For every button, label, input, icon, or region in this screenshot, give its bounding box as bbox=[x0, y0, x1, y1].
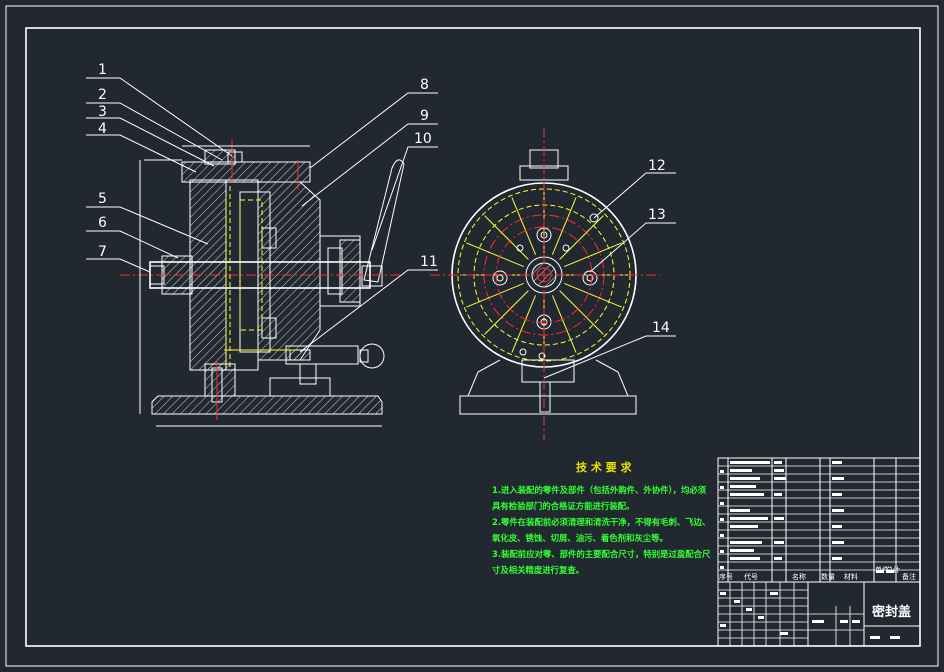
part-label-2: 2 bbox=[98, 87, 107, 103]
part-label-5: 5 bbox=[98, 191, 107, 207]
header-material: 材料 bbox=[844, 572, 858, 581]
header-seq: 序号 bbox=[719, 572, 733, 581]
tech-line-2: 具有检验部门的合格证方能进行装配。 bbox=[491, 501, 634, 511]
part-label-6: 6 bbox=[98, 215, 107, 231]
part-label-8: 8 bbox=[420, 77, 429, 93]
header-code: 代号 bbox=[744, 572, 758, 581]
part-numbers: 1 2 3 4 5 6 7 8 9 10 11 12 13 14 bbox=[98, 62, 670, 336]
tech-line-1: 1.进入装配的零件及部件（包括外购件、外协件），均必须 bbox=[492, 485, 707, 495]
part-label-11: 11 bbox=[420, 254, 438, 270]
header-remark: 备注 bbox=[902, 572, 916, 581]
tech-line-6: 寸及相关精度进行复查。 bbox=[492, 565, 584, 575]
drawing-title: 密封盖 bbox=[871, 604, 911, 620]
crank-handle bbox=[363, 159, 405, 283]
part-label-12: 12 bbox=[648, 158, 666, 174]
front-section-view bbox=[120, 140, 405, 427]
inner-frame bbox=[25, 27, 921, 647]
side-base bbox=[459, 395, 637, 415]
leaders bbox=[86, 77, 676, 379]
part-label-3: 3 bbox=[98, 104, 107, 120]
technical-requirements: 技 术 要 求 1.进入装配的零件及部件（包括外购件、外协件），均必须 具有检验… bbox=[491, 460, 711, 575]
side-end-view bbox=[430, 128, 660, 440]
tech-line-3: 2.零件在装配前必须清理和清洗干净，不得有毛刺、飞边、 bbox=[492, 517, 710, 527]
title-block: 序号 代号 名称 数量 材料 单件 总计 备注 密封盖 bbox=[717, 457, 921, 647]
housing-right bbox=[257, 181, 321, 361]
part-label-1: 1 bbox=[98, 62, 107, 78]
adjust-knob bbox=[359, 343, 385, 369]
top-flange bbox=[181, 161, 311, 183]
base-plate bbox=[151, 395, 383, 415]
header-total: 总计 bbox=[886, 565, 900, 574]
header-unit: 单件 bbox=[875, 565, 889, 574]
outer-frame bbox=[5, 5, 939, 667]
tech-line-5: 3.装配前应对零、部件的主要配合尺寸，特别是过盈配合尺 bbox=[492, 549, 711, 559]
part-label-14: 14 bbox=[652, 320, 670, 336]
header-qty: 数量 bbox=[821, 572, 835, 581]
part-label-10: 10 bbox=[414, 131, 432, 147]
tech-line-4: 氧化皮、锈蚀、切屑、油污、着色剂和灰尘等。 bbox=[491, 533, 668, 543]
part-label-4: 4 bbox=[98, 121, 107, 137]
tech-title: 技 术 要 求 bbox=[576, 460, 632, 474]
bolt-holes bbox=[492, 213, 599, 360]
part-label-9: 9 bbox=[420, 108, 429, 124]
part-label-13: 13 bbox=[648, 207, 666, 223]
part-label-7: 7 bbox=[98, 244, 107, 260]
header-name: 名称 bbox=[792, 572, 806, 581]
